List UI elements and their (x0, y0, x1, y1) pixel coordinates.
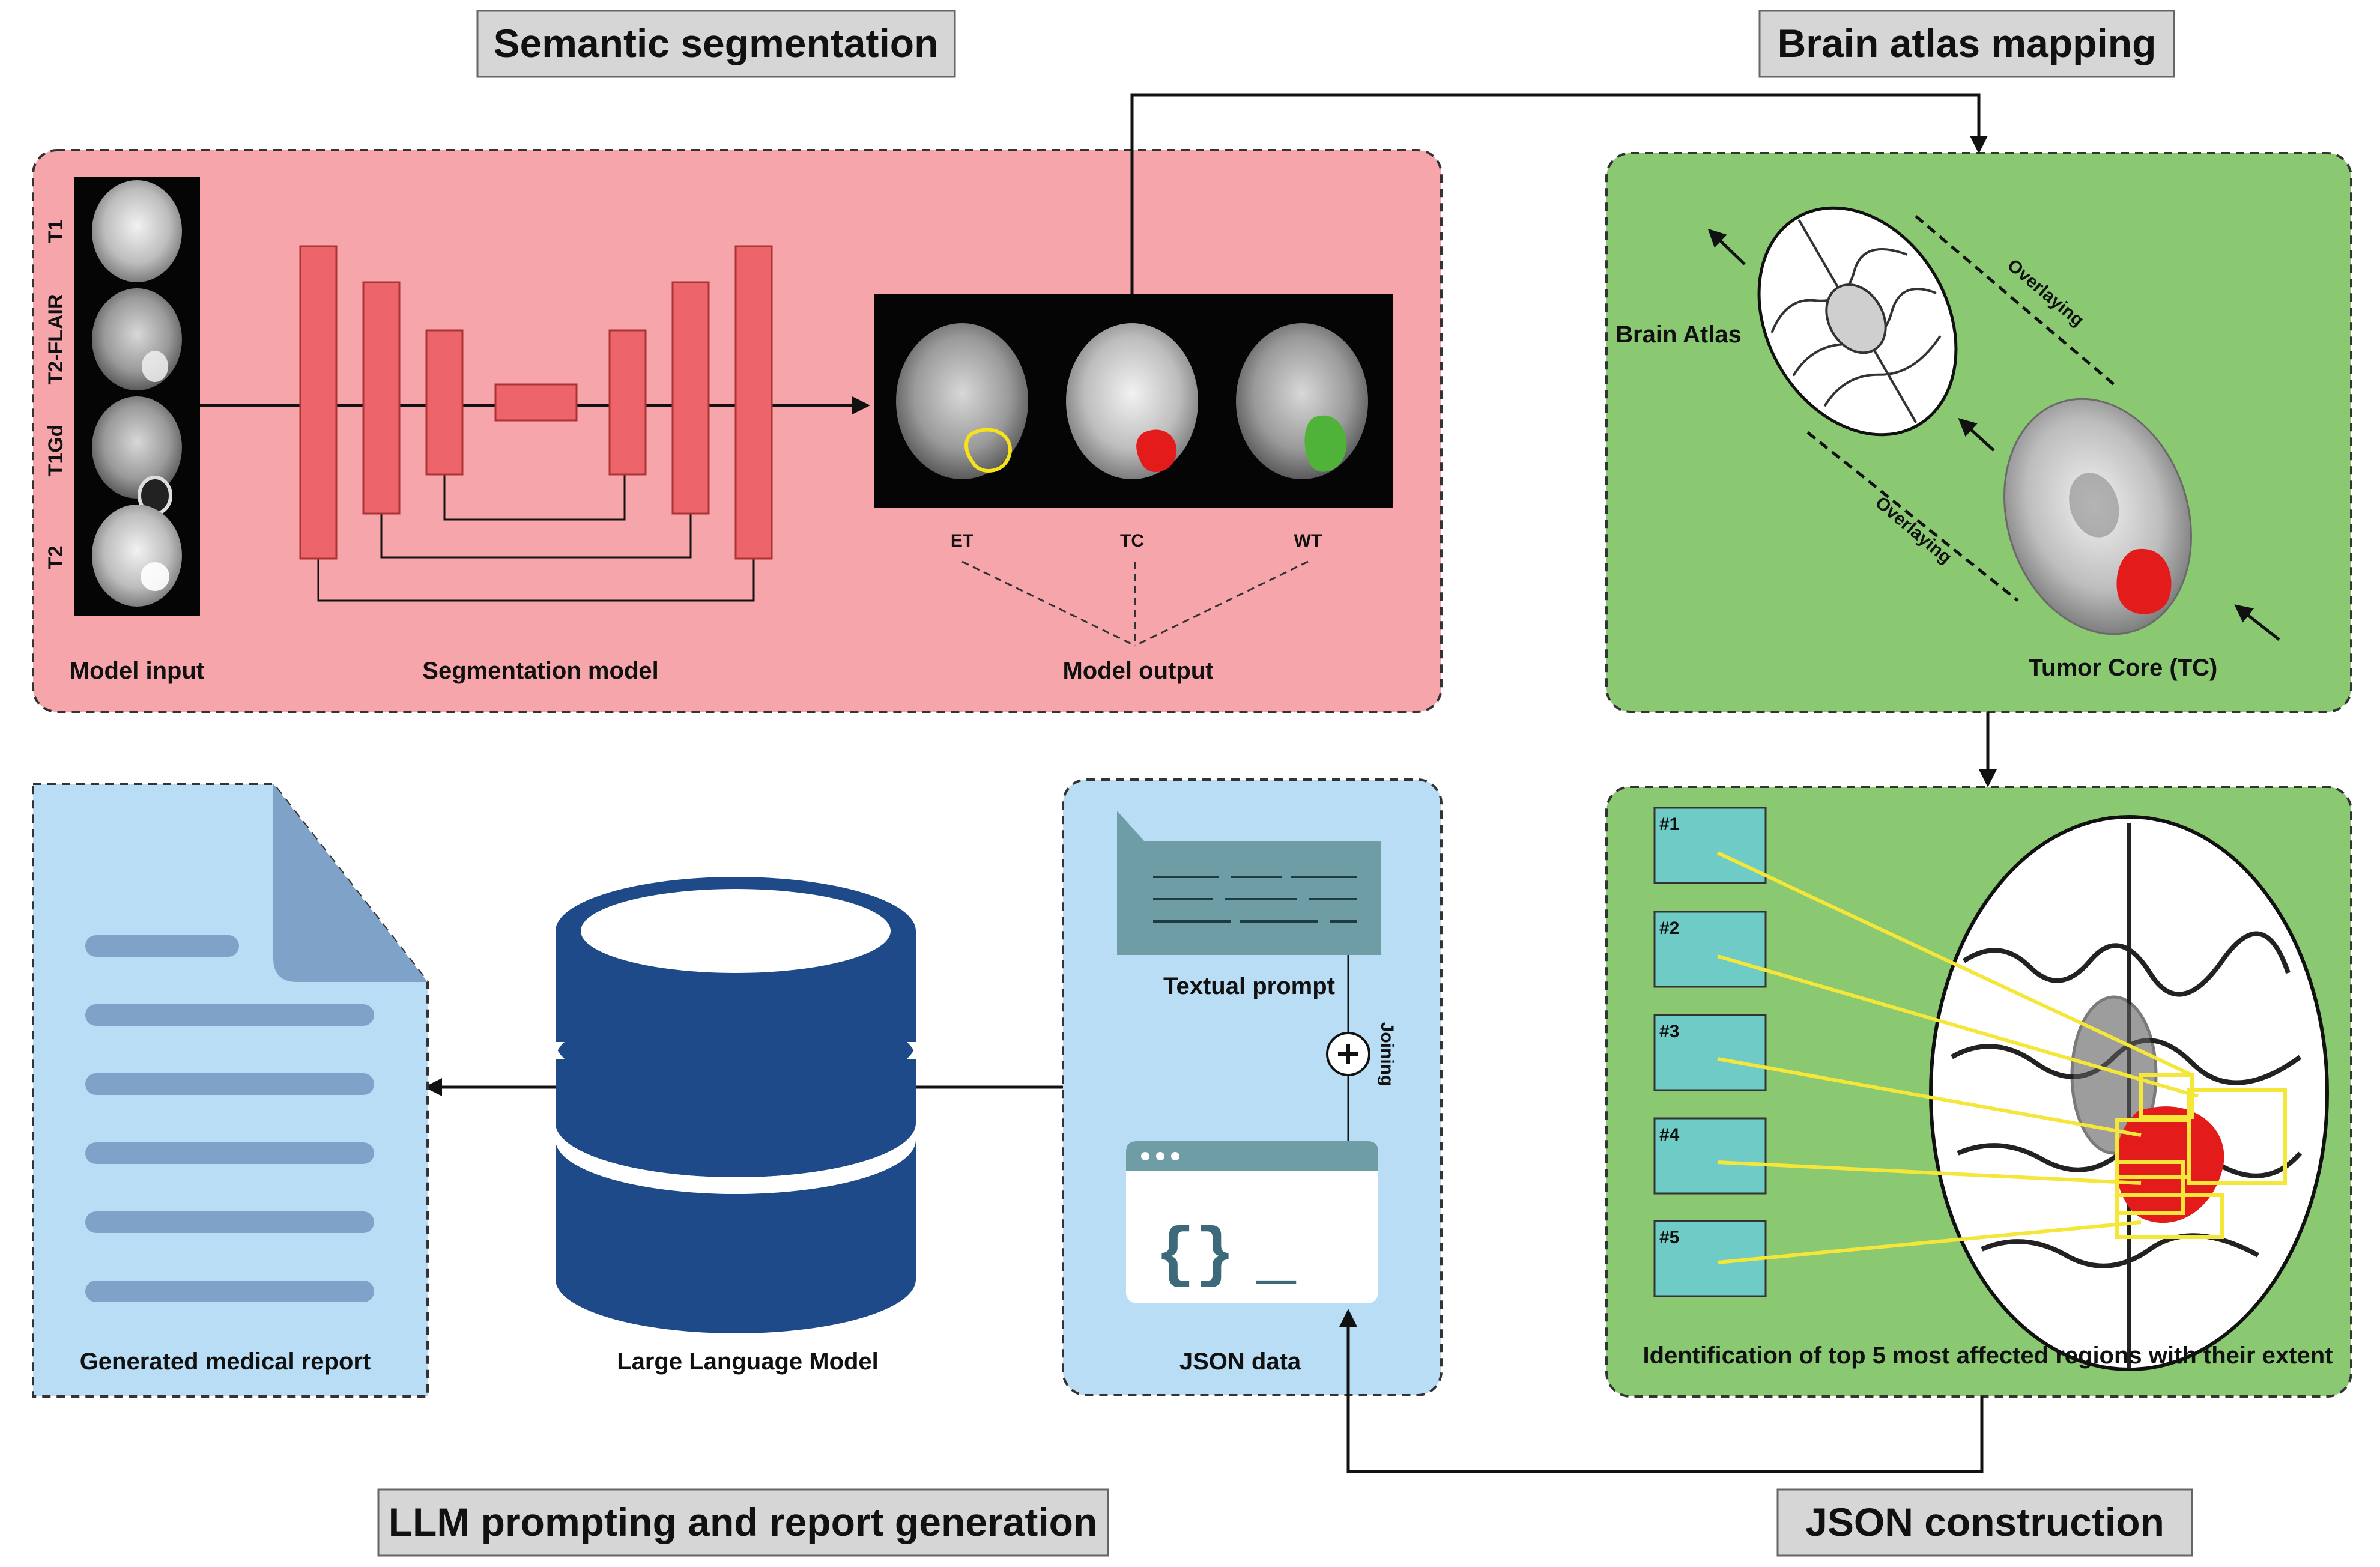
segmentation-model-label: Segmentation model (422, 658, 658, 684)
overlaying-guides (1806, 215, 2115, 602)
generated-report-label: Generated medical report (80, 1348, 371, 1375)
llm-label: Large Language Model (617, 1348, 879, 1375)
json-data-window-icon: {} _ (1126, 1141, 1378, 1303)
output-label-tc: TC (1120, 531, 1144, 551)
region-highlight-boxes (2115, 1073, 2287, 1239)
region-label-2: #2 (1659, 918, 1679, 938)
tumor-core-blob (2116, 548, 2172, 614)
region-label-1: #1 (1659, 814, 1679, 834)
join-plus-icon (1326, 1032, 1370, 1076)
svg-text:Semantic segmentation: Semantic segmentation (494, 21, 939, 65)
modality-label-t1: T1 (44, 219, 67, 243)
modality-label-t2: T2 (44, 545, 67, 569)
brain-atlas-label: Brain Atlas (1615, 321, 1742, 348)
svg-text:JSON construction: JSON construction (1805, 1500, 2164, 1544)
model-output-label: Model output (1062, 658, 1213, 684)
model-input-label: Model input (70, 658, 204, 684)
modality-label-t2-flair: T2-FLAIR (44, 294, 67, 384)
title-llm-prompting: LLM prompting and report generation (377, 1488, 1109, 1557)
output-label-wt: WT (1294, 531, 1322, 551)
title-brain-atlas-mapping: Brain atlas mapping (1758, 10, 2175, 78)
json-data-label: JSON data (1179, 1348, 1301, 1375)
region-label-3: #3 (1659, 1022, 1679, 1041)
json-to-prompt-arrow (1339, 1309, 1984, 1473)
region-label-4: #4 (1659, 1125, 1680, 1145)
joining-label: Joining (1377, 1022, 1397, 1087)
textual-prompt-label: Textual prompt (1163, 973, 1335, 999)
region-connector-lines (1716, 851, 2199, 1264)
svg-text:LLM prompting and report gener: LLM prompting and report generation (389, 1500, 1098, 1544)
title-json-construction: JSON construction (1776, 1488, 2193, 1557)
svg-text:Brain atlas mapping: Brain atlas mapping (1778, 21, 2157, 65)
segmentation-to-atlas-arrow (1130, 93, 1988, 294)
atlas-direction-arrows (1707, 228, 2280, 641)
svg-text:{}: {} (1155, 1219, 1235, 1294)
tumor-core-label: Tumor Core (TC) (2029, 655, 2218, 681)
annotated-brain-image (1929, 815, 2329, 1371)
region-label-5: #5 (1659, 1228, 1679, 1247)
output-label-et: ET (951, 531, 973, 551)
output-merge-lines (961, 560, 1309, 647)
mri-output-strip (874, 294, 1393, 508)
region-boxes (1653, 807, 1767, 1297)
svg-text:_: _ (1256, 1222, 1297, 1297)
medical-report-icon (32, 783, 429, 1398)
top-regions-caption: Identification of top 5 most affected re… (1643, 1342, 2333, 1369)
unet-skip-connections (317, 474, 755, 602)
title-semantic-segmentation: Semantic segmentation (476, 10, 956, 78)
brain-atlas-image (1757, 206, 1958, 437)
mri-input-strip (74, 177, 200, 616)
database-icon (556, 877, 916, 1333)
modality-label-t1gd: T1Gd (44, 425, 67, 477)
unet-blocks (299, 245, 773, 560)
textual-prompt-icon (1117, 811, 1381, 955)
